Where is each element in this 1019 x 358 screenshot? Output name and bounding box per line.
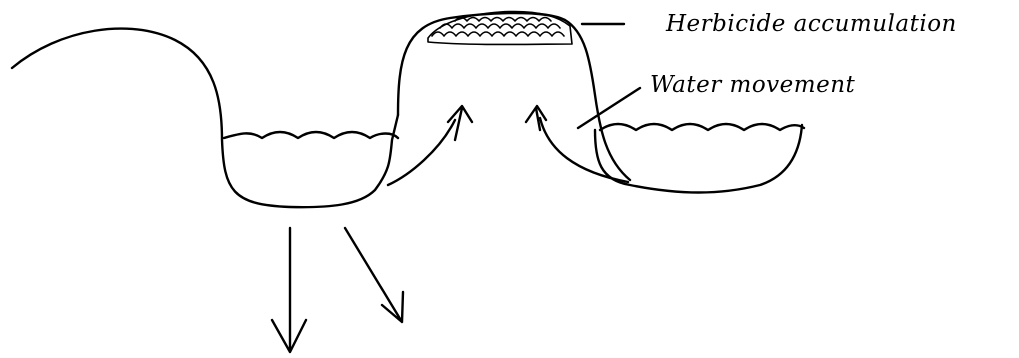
left-furrow-water-surface (224, 132, 398, 138)
drainage-arrow-diagonal (345, 228, 403, 322)
water-movement-label: Water movement (650, 72, 855, 98)
left-ridge-and-furrow-outline (12, 29, 398, 208)
right-wetting-front (540, 118, 628, 182)
herbicide-crust (428, 12, 572, 45)
herbicide-accumulation-label: Herbicide accumulation (666, 11, 957, 37)
right-furrow-water-surface (600, 124, 804, 130)
water-movement-leader-line (578, 88, 640, 128)
water-up-arrow-left (448, 106, 472, 140)
left-wetting-front (388, 120, 455, 185)
drainage-arrow-vertical (272, 228, 306, 352)
central-bed-outline (398, 13, 630, 180)
